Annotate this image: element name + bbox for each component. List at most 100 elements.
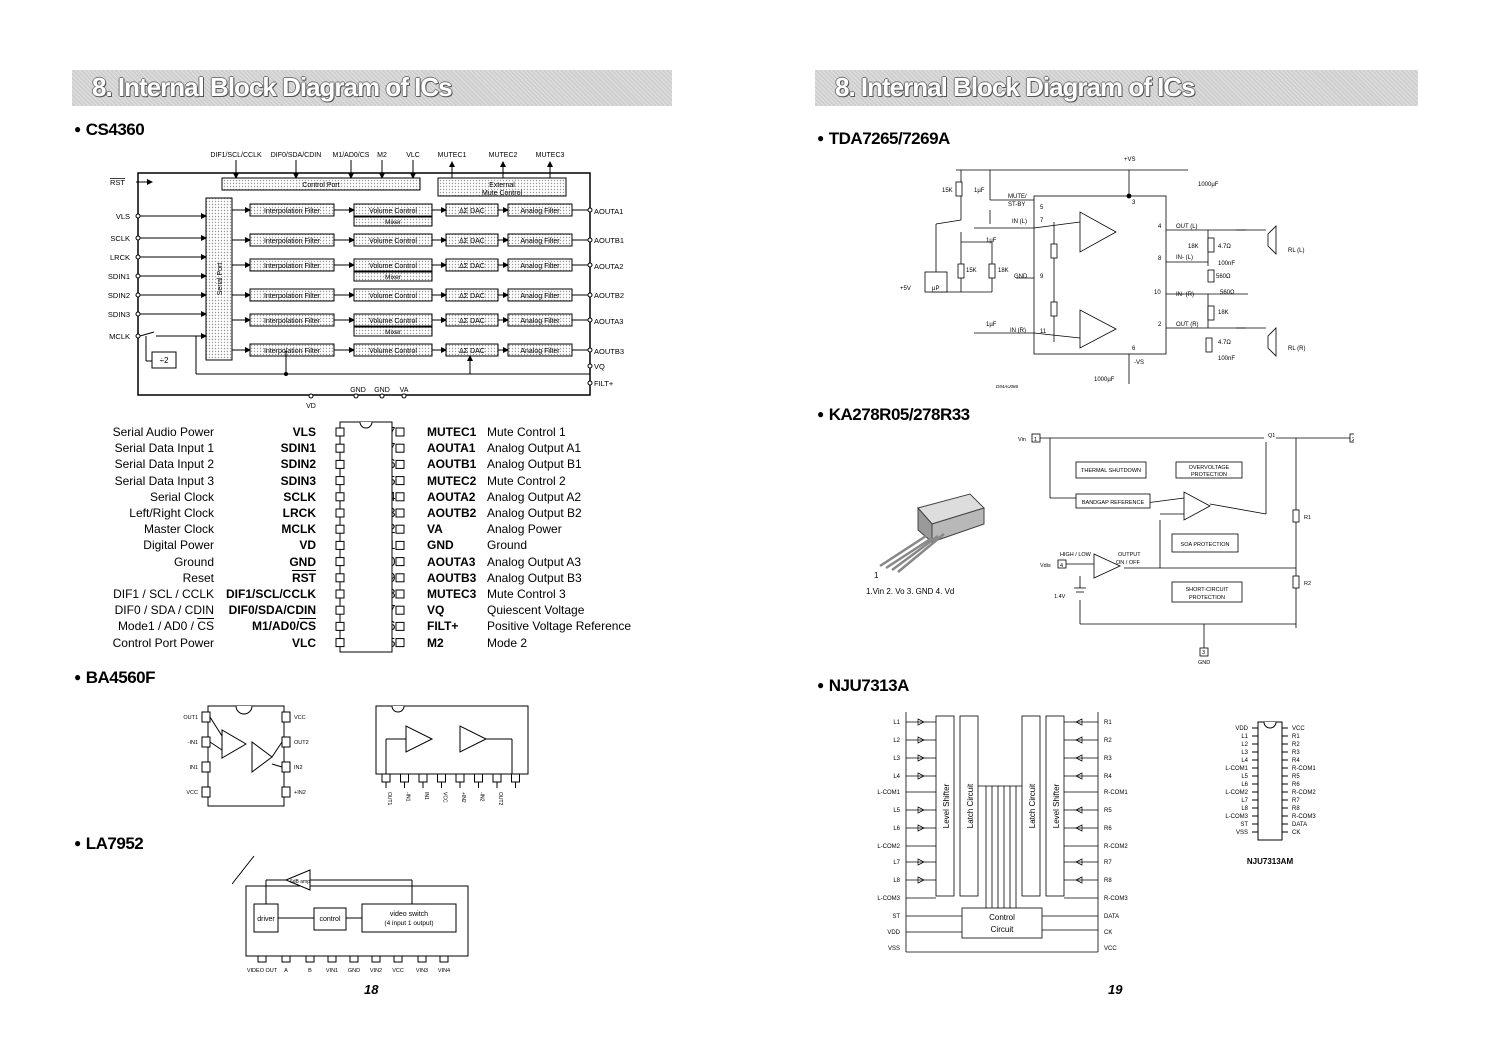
tda-vsneg: -VS [1134, 360, 1144, 366]
dip-pin-right [395, 638, 405, 648]
nju-pkg-left: L-COM2 [1225, 790, 1248, 796]
nju-pkg-right: R5 [1292, 774, 1300, 780]
ba-r3: IN2 [294, 765, 303, 771]
pin-sl: GND [289, 554, 316, 569]
dip-pin-right [395, 443, 405, 453]
dip-pin-left [335, 459, 345, 469]
external-mute-label-2: Mute Control [482, 190, 523, 197]
tda-cbot: 1000µF [1094, 377, 1115, 383]
ka-thermal: THERMAL SHUTDOWN [1081, 468, 1141, 474]
dip-pin-right [395, 492, 405, 502]
pin-fl: Left/Right Clock [129, 506, 214, 520]
ka-vdis: Vdis [1040, 563, 1051, 569]
la-pin-label: A [284, 968, 288, 974]
la-pin-label: VCC [392, 968, 404, 974]
cs4360-block-diagram: DIF1/SCL/CCLK DIF0/SDA/CDIN M1/AD0/CS M2… [108, 152, 624, 410]
pin-fl: Mode1 / AD0 / CS [117, 619, 214, 634]
tda-r560b: 560Ω [1220, 290, 1235, 296]
pin-fl: Serial Data Input 1 [114, 441, 214, 456]
ka-r2: R2 [1304, 581, 1311, 587]
pin-sl: MCLK [281, 522, 316, 537]
interp-filter-1: Interpolation Filter [264, 208, 321, 215]
la-control: control [319, 916, 340, 923]
tda-up: µP [932, 286, 939, 292]
nju-right-label: R3 [1104, 756, 1112, 762]
ba4560f-dip-diagram: OUT1 -IN1 IN1 VCC VCC OUT2 IN2 +IN2 [183, 705, 309, 807]
nju-left-label: L5 [893, 808, 900, 814]
cs-bot-va: VA [400, 387, 409, 394]
ka-sc2: PROTECTION [1189, 595, 1225, 601]
nju-pkg-left: VDD [1235, 726, 1248, 732]
dip-pin-right [395, 573, 405, 583]
right-page-banner-text: 8. Internal Block Diagram of ICs [835, 72, 1196, 102]
nju-left-label: L8 [893, 878, 900, 884]
nju-pkg-left: L-COM3 [1225, 814, 1248, 820]
nju-right-label: R8 [1104, 878, 1112, 884]
ka-p2: 2 [1352, 437, 1354, 443]
pin-sl: VD [299, 538, 316, 553]
la-pin-label: VIN3 [416, 968, 428, 974]
tda-inl: IN (L) [1012, 219, 1027, 225]
ba-l3: IN1 [189, 765, 198, 771]
tda-outr: OUT (R) [1176, 322, 1199, 328]
nju-pkg-right: VCC [1292, 726, 1305, 732]
tda-gnd: GND [1014, 274, 1028, 280]
tda-pin-6: 6 [1132, 346, 1136, 352]
nju-heading: NJU7313A [817, 676, 910, 696]
pin-sr: AOUTB3 [427, 570, 477, 585]
nju-right-label: R6 [1104, 826, 1112, 832]
tda-c-top: 1000µF [1198, 182, 1219, 188]
dip-pin-right [395, 524, 405, 534]
analog-filter-3: Analog Filter [520, 263, 560, 270]
pin-sl: SDIN3 [280, 473, 316, 488]
tda-c1: 1µF [974, 188, 985, 194]
cs-top-pin-4: M2 [377, 152, 387, 159]
tda-pin-7: 7 [1040, 218, 1044, 224]
nju-pkg-left: L4 [1241, 758, 1248, 764]
ka-bandgap: BANDGAP REFERENCE [1082, 500, 1145, 506]
dip-pin-left [335, 589, 345, 599]
tda-inml: IN- (L) [1176, 255, 1193, 261]
nju-right-label: R-COM1 [1104, 790, 1128, 796]
pin-fr: Mute Control 1 [487, 425, 566, 439]
dip-pin-left [335, 524, 345, 534]
sip-label: OUT1 [386, 792, 392, 806]
ka-ov2: PROTECTION [1191, 472, 1227, 478]
dip-pin-left [335, 508, 345, 518]
nju-pkg-left: VSS [1236, 830, 1248, 836]
pin-fr: Analog Output A1 [487, 441, 582, 456]
nju-right-label: R5 [1104, 808, 1112, 814]
interp-filter-4: Interpolation Filter [264, 293, 321, 300]
left-page-banner-text: 8. Internal Block Diagram of ICs [92, 72, 453, 102]
tda-pin-2: 2 [1158, 322, 1162, 328]
volume-control-5: Volume Control [369, 318, 417, 325]
pin-sr: VA [427, 522, 443, 537]
cs-pin-sdin3: SDIN3 [108, 310, 130, 319]
tda-pin-9: 9 [1040, 274, 1044, 280]
mixer-1: Mixer [385, 219, 402, 226]
nju-pkg-right: R2 [1292, 742, 1300, 748]
nju-pkg-right: R-COM1 [1292, 766, 1316, 772]
tda-mute: MUTE/ [1008, 194, 1027, 200]
mixer-3: Mixer [385, 329, 402, 336]
nju-right-label: CK [1104, 930, 1112, 936]
dip-pin-left [335, 540, 345, 550]
cs-out-aouta2: AOUTA2 [594, 262, 623, 271]
tda-c2: 1µF [986, 238, 997, 244]
ka-p1: 1 [1034, 437, 1037, 443]
tda-c100: 100nF [1218, 261, 1235, 267]
la-pin-label: VIN2 [370, 968, 382, 974]
pin-fl: Reset [182, 570, 214, 585]
pin-fl: Digital Power [143, 538, 214, 553]
cs-out-filt: FILT+ [594, 379, 614, 388]
external-mute-label-1: External [489, 182, 515, 189]
nju-left-label: L6 [893, 826, 900, 832]
tda-pin-3: 3 [1132, 200, 1136, 206]
sip-label: VCC [442, 792, 448, 803]
nju-block-lc1: Latch Circuit [966, 783, 975, 828]
dip-pin-left [335, 605, 345, 615]
pin-sl: RST [292, 570, 316, 585]
sip-label: OUT2 [497, 792, 503, 806]
pin-sr: M2 [427, 635, 444, 650]
